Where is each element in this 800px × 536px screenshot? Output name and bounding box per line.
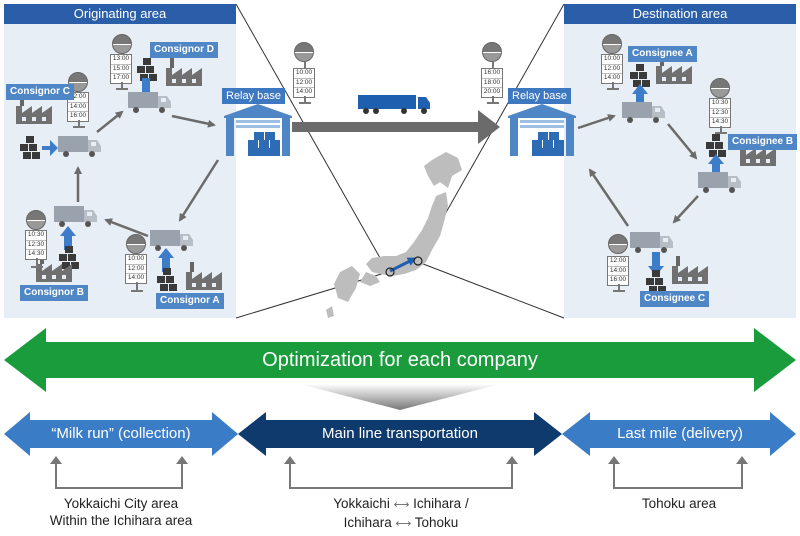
originating-area-title: Originating area bbox=[4, 4, 236, 24]
consignee-c-label: Consignee C bbox=[640, 291, 710, 307]
milk-run-area-line: Yokkaichi City area bbox=[63, 496, 179, 511]
consignor-d-label: Consignor D bbox=[150, 42, 218, 58]
consignor-b-schedule: 10:30 12:30 14:30 bbox=[25, 230, 47, 260]
route-separator: / bbox=[464, 496, 469, 511]
relay-base-origin-label: Relay base bbox=[222, 88, 286, 104]
optimization-banner-arrow bbox=[4, 328, 796, 392]
last-mile-areas: Tohoku area bbox=[562, 495, 796, 512]
clock-icon bbox=[112, 34, 132, 54]
milk-run-arrow-shape bbox=[4, 412, 238, 456]
main-line-routes: Yokkaichi ⟷ Ichihara / Ichihara ⟷ Tohoku bbox=[290, 495, 512, 533]
double-arrow-icon: ⟷ bbox=[393, 499, 410, 511]
clock-icon bbox=[482, 42, 502, 62]
clock-icon bbox=[608, 234, 628, 254]
main-line-stage: Main line transportation bbox=[322, 425, 478, 442]
consignee-a-schedule: 10:00 12:00 14:00 bbox=[601, 54, 623, 84]
milk-run-areas: Yokkaichi City area Within the Ichihara … bbox=[4, 495, 238, 529]
destination-area-title: Destination area bbox=[564, 4, 796, 24]
consignor-a-label: Consignor A bbox=[156, 293, 224, 309]
route-line: Yokkaichi ⟷ Ichihara / bbox=[290, 495, 512, 514]
relay-base-origin-schedule: 10:00 12:00 14:00 bbox=[293, 68, 315, 98]
last-mile-area-line: Tohoku area bbox=[641, 496, 717, 511]
consignee-c-schedule: 12:00 14:00 16:00 bbox=[607, 256, 629, 286]
consignor-b-label: Consignor B bbox=[20, 285, 88, 301]
last-mile-arrow-shape bbox=[562, 412, 796, 456]
consignee-b-label: Consignee B bbox=[728, 134, 798, 150]
double-arrow-icon: ⟷ bbox=[395, 518, 412, 530]
milk-run-stage: “Milk run” (collection) bbox=[51, 425, 191, 442]
route-from: Yokkaichi bbox=[333, 496, 390, 511]
consignor-d-schedule: 13:00 15:00 17:00 bbox=[110, 54, 132, 84]
route-line: Ichihara ⟷ Tohoku bbox=[290, 514, 512, 533]
clock-icon bbox=[26, 210, 46, 230]
japan-map bbox=[326, 152, 462, 318]
route-from: Ichihara bbox=[343, 515, 392, 530]
consignee-a-label: Consignee A bbox=[628, 46, 697, 62]
main-line-arrow-shape bbox=[238, 412, 562, 456]
route-to: Ichihara bbox=[413, 496, 462, 511]
consignor-c-label: Consignor C bbox=[6, 84, 74, 100]
clock-icon bbox=[602, 34, 622, 54]
consignor-a-schedule: 10:00 12:00 14:00 bbox=[125, 254, 147, 284]
route-to: Tohoku bbox=[414, 515, 459, 530]
clock-icon bbox=[126, 234, 146, 254]
last-mile-stage: Last mile (delivery) bbox=[617, 425, 743, 442]
optimization-banner: Optimization for each company bbox=[262, 349, 538, 371]
milk-run-area-line: Within the Ichihara area bbox=[49, 513, 193, 528]
clock-icon bbox=[710, 78, 730, 98]
clock-icon bbox=[294, 42, 314, 62]
relay-base-dest-label: Relay base bbox=[508, 88, 572, 104]
consignee-b-schedule: 10:30 12:30 14:30 bbox=[709, 98, 731, 128]
relay-base-dest-schedule: 16:00 18:00 20:00 bbox=[481, 68, 503, 98]
